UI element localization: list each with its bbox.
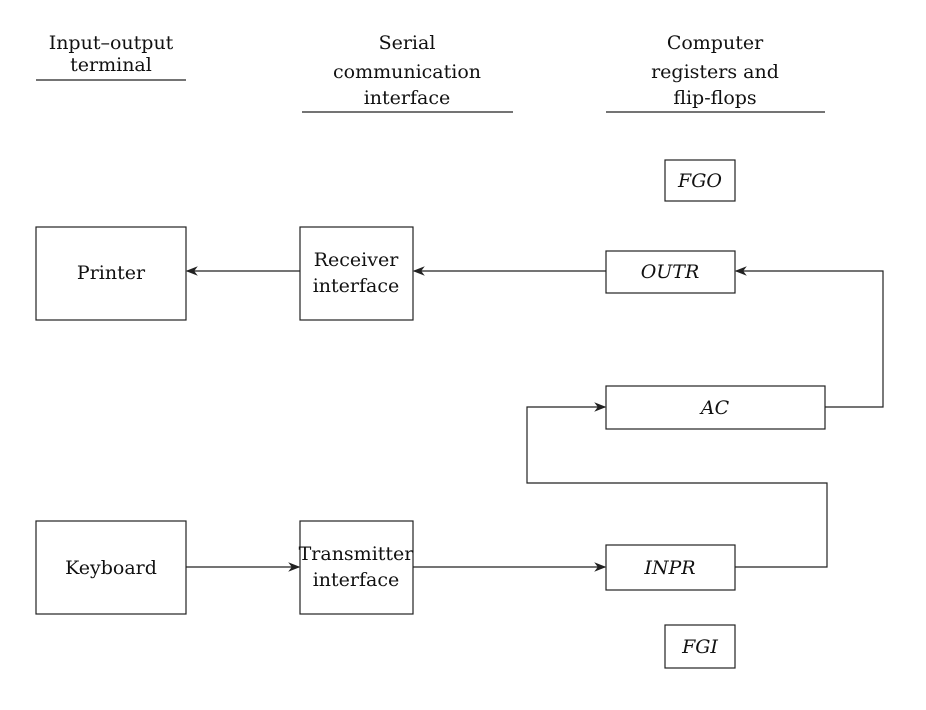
svg-text:FGI: FGI — [681, 636, 718, 658]
header-terminal: Input–output terminal — [36, 32, 186, 81]
svg-text:Computer: Computer — [667, 32, 764, 54]
svg-text:AC: AC — [699, 397, 730, 419]
svg-text:Keyboard: Keyboard — [65, 557, 157, 579]
svg-text:interface: interface — [313, 569, 400, 591]
svg-text:Transmitter: Transmitter — [299, 543, 415, 565]
svg-text:flip-flops: flip-flops — [673, 87, 756, 109]
keyboard-box: Keyboard — [35, 520, 187, 615]
header-serial: Serial communication interface — [302, 32, 513, 113]
fgo-box: FGO — [664, 159, 736, 202]
svg-text:Serial: Serial — [379, 32, 436, 54]
fgi-box: FGI — [664, 624, 736, 669]
svg-text:Input–output: Input–output — [49, 32, 174, 54]
svg-text:Printer: Printer — [77, 262, 146, 284]
svg-text:INPR: INPR — [643, 557, 695, 579]
svg-text:interface: interface — [313, 275, 400, 297]
svg-text:FGO: FGO — [677, 170, 722, 192]
arrow-inpr-to-ac — [526, 402, 828, 568]
outr-box: OUTR — [605, 250, 736, 294]
arrow-ac-to-outr — [734, 266, 884, 408]
header-computer: Computer registers and flip-flops — [606, 32, 825, 113]
receiver-interface-box: Receiver interface — [299, 226, 414, 321]
svg-text:communication: communication — [333, 61, 481, 83]
inpr-box: INPR — [605, 544, 736, 591]
printer-box: Printer — [35, 226, 187, 321]
transmitter-interface-box: Transmitter interface — [299, 520, 415, 615]
ac-box: AC — [605, 385, 826, 430]
svg-text:terminal: terminal — [70, 54, 152, 76]
svg-text:registers and: registers and — [651, 61, 779, 83]
svg-text:Receiver: Receiver — [314, 249, 399, 271]
svg-text:interface: interface — [364, 87, 451, 109]
svg-text:OUTR: OUTR — [641, 261, 700, 283]
